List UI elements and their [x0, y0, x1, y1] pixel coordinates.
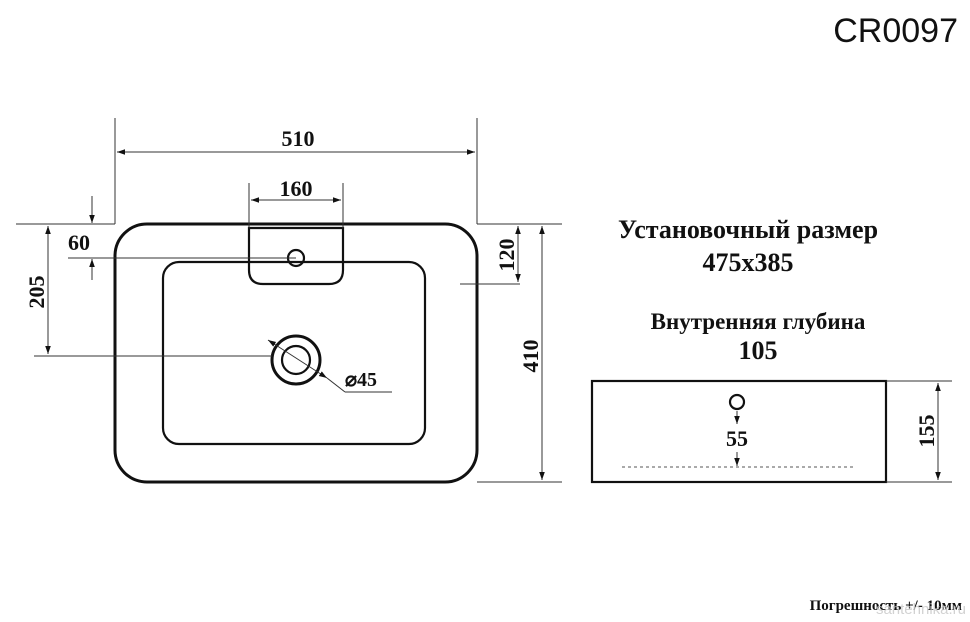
- top-view: ⌀45: [113, 222, 479, 484]
- side-view-body: [590, 379, 888, 484]
- install-size-label: Установочный размер: [618, 215, 878, 244]
- inner-depth-value: 105: [739, 336, 778, 365]
- dim-tap-hole-offset: 60: [16, 196, 296, 280]
- tap-area-width-label: 160: [280, 176, 313, 201]
- overall-width-label: 510: [282, 126, 315, 151]
- drain-inner: [280, 344, 312, 376]
- side-depth-label: 120: [494, 239, 519, 272]
- overflow-hole: [728, 393, 746, 411]
- install-size-value: 475x385: [703, 248, 794, 277]
- basin-inner-bowl: [161, 260, 427, 446]
- drain-offset-label: 205: [24, 276, 49, 309]
- tap-deck: [247, 226, 345, 286]
- basin-outer-rim: [113, 222, 479, 484]
- drain-diameter-label: ⌀45: [345, 369, 377, 391]
- dim-overall-width: 510: [114, 118, 478, 224]
- overall-depth-label: 410: [518, 340, 543, 373]
- overflow-height-label: 55: [726, 426, 748, 451]
- dim-drain-offset: 205: [24, 226, 272, 357]
- side-view: 55: [590, 379, 888, 484]
- dim-side-height: 155: [886, 380, 952, 483]
- dim-tap-area-width: 160: [248, 176, 344, 228]
- dim-overall-depth: 410: [477, 223, 562, 483]
- watermark: santehnika.ru: [876, 601, 966, 618]
- tolerance-note: Погрешность +/- 10мм: [810, 598, 962, 614]
- tap-hole-offset-label: 60: [68, 230, 90, 255]
- model-code: CR0097: [833, 12, 958, 50]
- dim-side-depth: 120: [460, 226, 521, 285]
- side-height-label: 155: [914, 415, 939, 448]
- inner-depth-label: Внутренняя глубина: [651, 309, 866, 334]
- drain-outer: [270, 334, 322, 386]
